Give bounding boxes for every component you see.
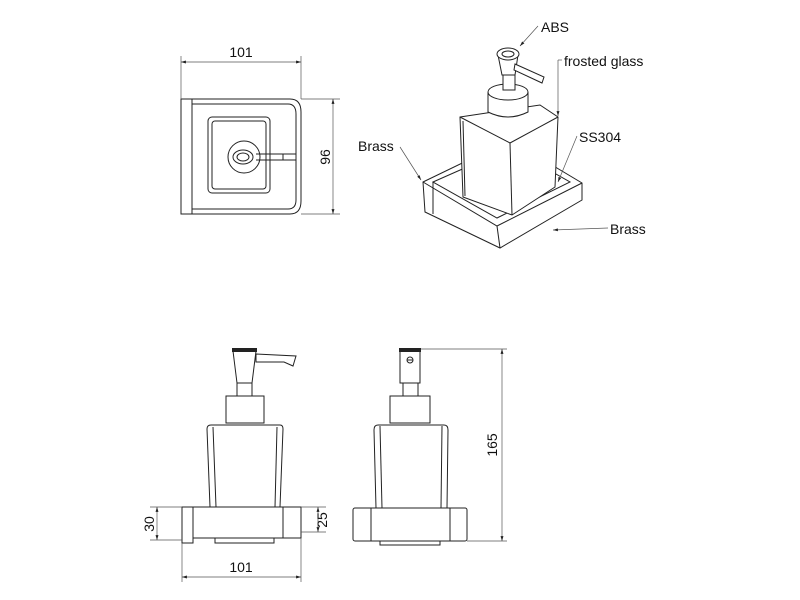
dim-tray-height: 25: [314, 512, 330, 528]
label-brass-right: Brass: [610, 221, 646, 237]
dim-base-height: 30: [141, 516, 157, 532]
label-frosted-glass: frosted glass: [564, 53, 643, 69]
label-brass-left: Brass: [358, 138, 394, 154]
dim-top-width: 101: [229, 44, 253, 60]
label-ss304: SS304: [579, 129, 621, 145]
isometric-view: ABS frosted glass SS304 Brass Brass: [358, 19, 646, 249]
dim-front-width: 101: [229, 559, 253, 575]
top-view: 101 96: [180, 44, 340, 215]
label-abs: ABS: [541, 19, 569, 35]
dim-top-depth: 96: [317, 149, 333, 165]
dim-total-height: 165: [484, 433, 500, 457]
front-view: 30 25 101: [141, 348, 330, 582]
side-view: 165: [352, 348, 507, 546]
